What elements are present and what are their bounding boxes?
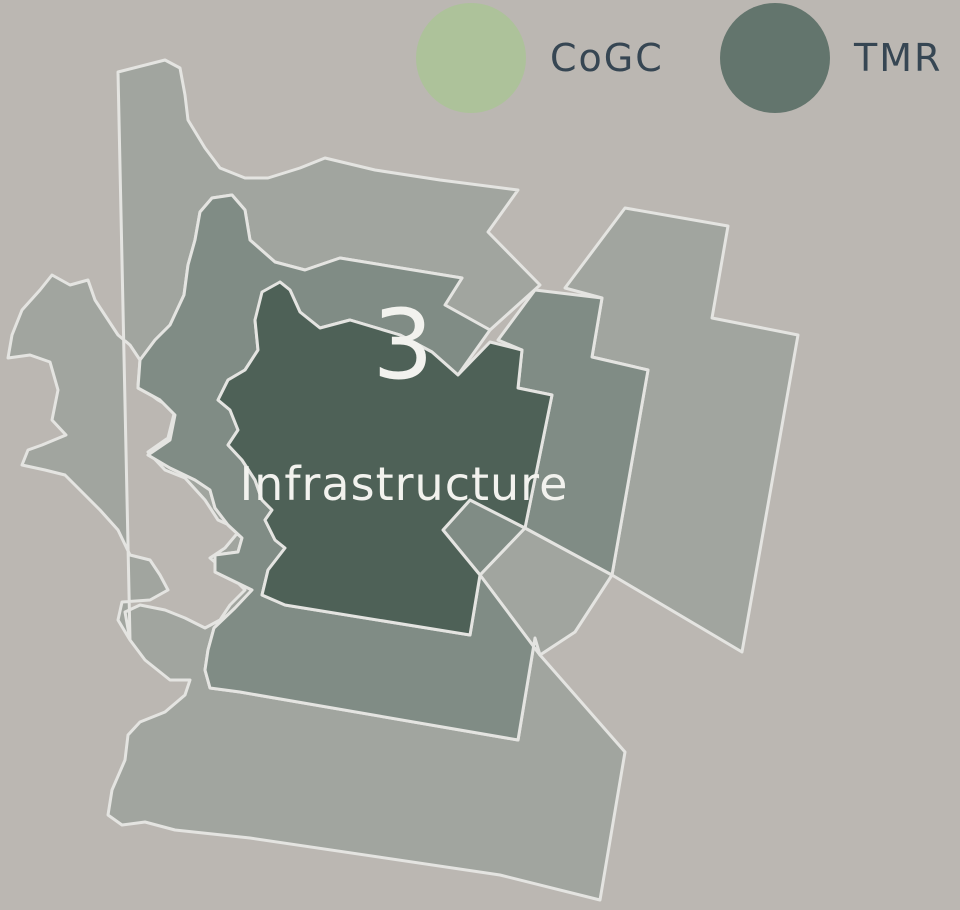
legend-label-tmr: TMR: [854, 36, 943, 80]
legend: CoGC TMR: [0, 0, 960, 120]
region-label: Infrastructure: [240, 457, 569, 511]
cogc-swatch-icon: [416, 3, 526, 113]
legend-item-cogc: CoGC: [416, 3, 664, 113]
legend-item-tmr: TMR: [720, 3, 942, 113]
tmr-swatch-icon: [720, 3, 830, 113]
region-number: 3: [372, 289, 433, 401]
region-infrastructure-inner[interactable]: [216, 280, 554, 637]
legend-label-cogc: CoGC: [550, 36, 664, 80]
